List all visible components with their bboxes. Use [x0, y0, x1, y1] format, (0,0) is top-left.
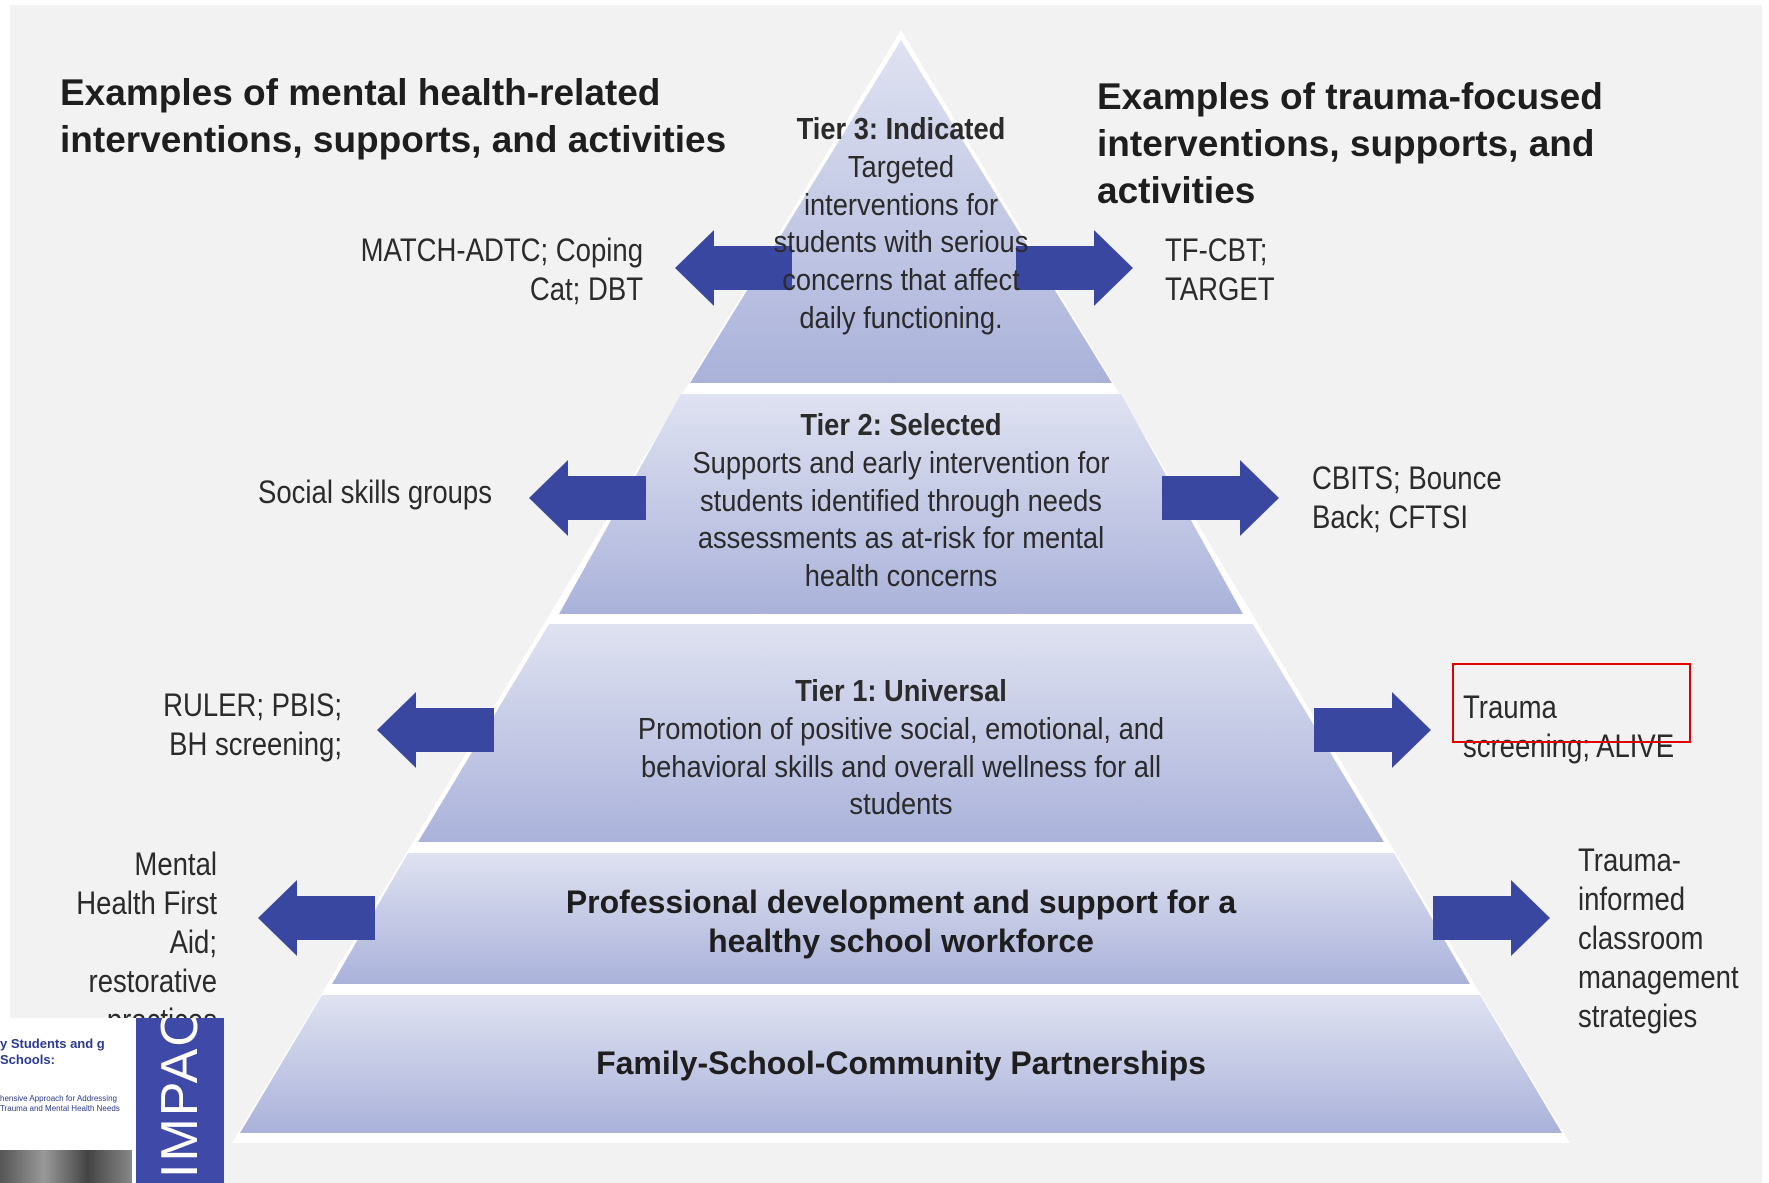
- cover-brand-band: IMPACT: [136, 1018, 224, 1183]
- highlight-box: [1452, 663, 1691, 743]
- left-heading: Examples of mental health-related interv…: [60, 72, 727, 160]
- tier1-right-examples: Trauma screening; ALIVE: [1463, 689, 1675, 765]
- cover-brand: IMPACT: [151, 1018, 209, 1178]
- tier3-text: Tier 3: Indicated Targeted interventions…: [769, 110, 1033, 337]
- tier3-right-arrow: [1016, 230, 1133, 306]
- workforce-title: Professional development and support for…: [565, 884, 1237, 960]
- partnerships-band: [240, 995, 1562, 1133]
- tier1-left-arrow: [377, 692, 494, 768]
- workforce-left-examples: Mental Health First Aid; restorative pra…: [76, 846, 217, 1038]
- report-cover-thumbnail: y Students and g Schools: hensive Approa…: [0, 1018, 224, 1183]
- tier1-description: Promotion of positive social, emotional,…: [637, 710, 1165, 822]
- tier3-description: Targeted interventions for students with…: [773, 148, 1029, 336]
- workforce-right-examples: Trauma-informed classroom management str…: [1578, 842, 1739, 1035]
- cover-title: y Students and g Schools:: [0, 1036, 105, 1068]
- tier1-text: Tier 1: Universal Promotion of positive …: [593, 672, 1209, 823]
- workforce-left-arrow: [258, 880, 375, 956]
- cover-photo: [0, 1150, 132, 1183]
- tier2-left-arrow: [529, 460, 646, 536]
- tier2-band: [559, 394, 1243, 614]
- cover-subtitle: hensive Approach for Addressing Trauma a…: [0, 1094, 120, 1114]
- tier1-title: Tier 1: Universal: [795, 673, 1007, 708]
- tier1-right-arrow: [1314, 692, 1431, 768]
- tier3-title: Tier 3: Indicated: [796, 111, 1006, 146]
- tier2-text: Tier 2: Selected Supports and early inte…: [690, 406, 1112, 595]
- tier2-title: Tier 2: Selected: [800, 407, 1002, 442]
- tier1-left-examples: RULER; PBIS; BH screening;: [163, 687, 342, 763]
- tier2-left-examples: Social skills groups: [257, 474, 492, 510]
- partnerships-title: Family-School-Community Partnerships: [596, 1045, 1206, 1081]
- tier3-right-examples: TF-CBT; TARGET: [1165, 232, 1275, 308]
- tier3-left-examples: MATCH-ADTC; Coping Cat; DBT: [360, 232, 643, 308]
- tier3-band: [690, 40, 1112, 383]
- tier2-right-arrow: [1162, 460, 1279, 536]
- workforce-band: [332, 853, 1470, 984]
- right-heading: Examples of trauma-focused interventions…: [1097, 76, 1603, 211]
- tier1-band: [418, 624, 1384, 842]
- tier2-description: Supports and early intervention for stud…: [692, 444, 1110, 594]
- workforce-right-arrow: [1433, 880, 1550, 956]
- tier3-left-arrow: [675, 230, 792, 306]
- tier2-right-examples: CBITS; Bounce Back; CFTSI: [1312, 460, 1502, 536]
